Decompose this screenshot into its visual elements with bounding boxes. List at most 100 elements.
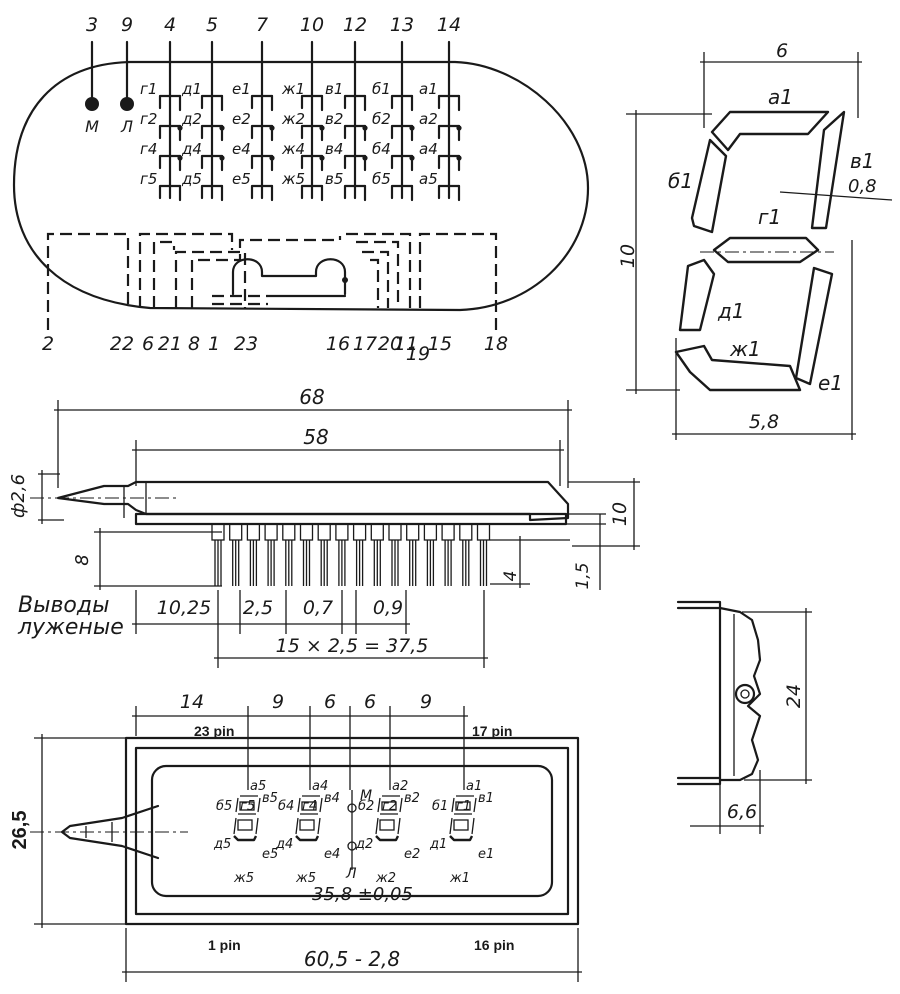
bottom-pin-label: 18 [484,333,508,355]
schematic-diagram: 3 9 4 5 7 10 12 13 14 М Л г1г2г4г5д1д2д4… [12,14,590,365]
dim-height-10: 10 [617,244,639,268]
label-d1: д1 [717,299,745,323]
leads-label-line1: Выводы [18,593,109,618]
segment-label: д1 [181,80,202,98]
dim-25: 2,5 [243,597,273,619]
top-pin-label: 12 [343,14,367,36]
lead [264,523,278,586]
dim-6: 6 [364,691,376,713]
lead [299,523,314,586]
grid-l-label: Л [120,117,133,136]
segment-label: в4 [325,140,343,158]
label-v1: в1 [850,149,875,173]
segment-label: б2 [372,110,391,128]
segment-label: д1 [429,837,447,852]
segment-label: г5 [140,170,157,188]
top-pin-label: 9 [121,14,133,36]
segment-label: в5 [262,791,278,806]
bottom-pin-label: 23 [234,333,258,355]
segment-label: ж1 [449,871,470,886]
segment-label: е1 [232,80,251,98]
segment-a [710,110,830,152]
segment-label: е4 [232,140,251,158]
dim-15: 1,5 [573,562,593,589]
bottom-pin-label: 19 [406,343,430,365]
dim-width-66: 6,6 [727,801,757,823]
label-zh1: ж1 [729,337,761,361]
segment-label: е2 [232,110,251,128]
top-pin-label: 10 [300,14,324,36]
tinned-leads [211,523,491,586]
label-e1: е1 [818,371,843,395]
dim-width: 60,5 - 2,8 [304,947,400,971]
segment-label: д5 [181,170,202,188]
top-pin-label: 13 [390,14,414,36]
grid-m-label: М [85,117,99,136]
segment-label: д5 [213,837,231,852]
lead [211,523,225,586]
segment-label: а2 [419,110,438,128]
base-plate-outline [124,736,580,926]
segment-label: е1 [478,847,494,862]
segment-label: ж4 [281,140,305,158]
bottom-pin-label: 22 [110,333,134,355]
grid-l-dot [120,97,134,111]
grid-m-label: М [360,788,372,804]
dim-bottom-58: 5,8 [749,411,779,433]
bottom-pin-label: 17 [353,333,377,355]
segment-label: г2 [140,110,157,128]
dim-height-24: 24 [783,684,805,708]
pin-16-label: 16 pin [474,937,514,953]
pin-1-label: 1 pin [208,937,241,953]
segment-label: в1 [325,80,343,98]
dim-14: 14 [180,691,204,713]
segment-label: г2 [382,799,397,814]
lead [229,523,243,586]
side-view: 68 58 ф2,6 8 10 4 1,5 [8,385,640,668]
display-window [150,764,554,898]
dim-height-10: 10 [609,502,631,526]
lead [282,523,296,586]
segment-label: е4 [324,847,340,862]
lead [335,523,349,586]
segment-d [678,258,716,332]
tube-body [56,480,570,522]
lead [370,523,384,586]
dim-dia-26: ф2,6 [8,474,29,518]
pin-17-label: 17 pin [472,723,512,739]
segment-label: е2 [404,847,420,862]
segment-label: ж1 [281,80,305,98]
segment-label: а5 [419,170,438,188]
segment-label: б2 [358,799,374,814]
segment-label: ж5 [295,871,316,886]
segment-label: в1 [478,791,494,806]
bulb-outline [12,60,590,312]
lead [459,523,473,586]
segment-label: а1 [419,80,438,98]
bottom-pin-label: 20 [378,333,402,355]
segment-label: а1 [466,779,482,794]
segment-e [794,266,834,386]
segment-label: г5 [240,799,255,814]
leads-label-line2: луженые [17,615,124,640]
segment-label: в2 [325,110,343,128]
segment-label: д4 [181,140,202,158]
dim-9: 9 [420,691,432,713]
label-g1: г1 [758,205,781,229]
segment-label: б5 [216,799,232,814]
dim-height-265: 26,5 [9,811,31,850]
lead [388,523,402,586]
bottom-pin-label: 21 [158,333,182,355]
dim-07: 0,7 [303,597,333,619]
dim-4: 4 [501,571,521,582]
dim-09: 0,9 [373,597,403,619]
dim-68: 68 [299,385,324,409]
top-pin-label: 14 [437,14,461,36]
label-b1: б1 [668,169,693,193]
lead [352,523,367,586]
grid-l-label: Л [345,866,357,882]
